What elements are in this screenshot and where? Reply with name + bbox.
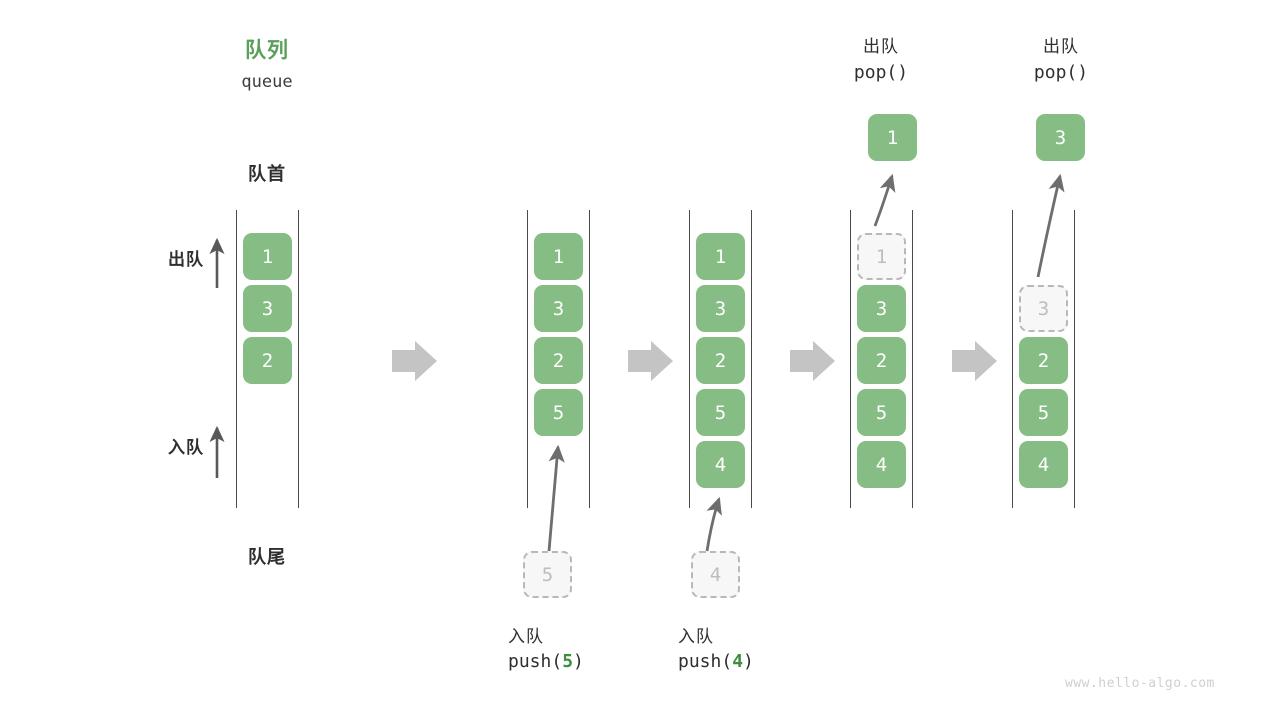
queue-cell: 3 xyxy=(696,285,745,332)
rail-right-col3 xyxy=(751,210,753,508)
caption-operation-code: push(5) xyxy=(508,651,584,672)
transition-arrow xyxy=(392,341,437,381)
caption-operation-cn: 入队 xyxy=(678,627,714,646)
queue-front-label: 队首 xyxy=(248,164,286,184)
queue-cell: 2 xyxy=(696,337,745,384)
caption-operation-cn: 入队 xyxy=(508,627,544,646)
caption-fn-name: push( xyxy=(678,651,733,672)
transition-arrow xyxy=(790,341,835,381)
push-motion-arrow xyxy=(547,444,565,552)
queue-cell: 3 xyxy=(534,285,583,332)
rail-left-col1 xyxy=(236,210,238,508)
caption-operation-code: pop() xyxy=(853,62,909,83)
queue-cell: 2 xyxy=(534,337,583,384)
pop-motion-arrow xyxy=(873,173,896,227)
caption-fn-close: ) xyxy=(573,651,584,672)
rail-right-col5 xyxy=(1074,210,1076,508)
queue-cell: 5 xyxy=(534,389,583,436)
incoming-value-box: 4 xyxy=(691,551,740,598)
column-caption-pop-3: 出队 pop() xyxy=(1001,32,1121,83)
caption-operation-code: push(4) xyxy=(678,651,754,672)
queue-cell: 4 xyxy=(857,441,906,488)
queue-cell: 2 xyxy=(857,337,906,384)
incoming-value-box: 5 xyxy=(523,551,572,598)
caption-fn-name: push( xyxy=(508,651,563,672)
rail-right-col1 xyxy=(298,210,300,508)
queue-cell-vacated: 3 xyxy=(1019,285,1068,332)
diagram-title-cn: 队列 xyxy=(245,39,289,62)
queue-cell-vacated: 1 xyxy=(857,233,906,280)
popped-value-box: 3 xyxy=(1036,114,1085,161)
queue-cell: 5 xyxy=(1019,389,1068,436)
queue-cell: 5 xyxy=(857,389,906,436)
rail-left-col4 xyxy=(850,210,852,508)
queue-rear-label: 队尾 xyxy=(248,547,286,567)
enqueue-direction-label: 入队 xyxy=(168,438,204,457)
queue-cell: 1 xyxy=(534,233,583,280)
transition-arrow xyxy=(952,341,997,381)
queue-cell: 3 xyxy=(857,285,906,332)
queue-cell: 4 xyxy=(696,441,745,488)
caption-operation-cn: 出队 xyxy=(863,37,899,56)
queue-cell: 2 xyxy=(243,337,292,384)
queue-cell: 3 xyxy=(243,285,292,332)
rail-right-col2 xyxy=(589,210,591,508)
column-caption-push-5: 入队 push(5) xyxy=(508,622,584,672)
rail-right-col4 xyxy=(912,210,914,508)
caption-fn-arg: 4 xyxy=(732,651,744,672)
column-caption-pop-1: 出队 pop() xyxy=(821,32,941,83)
queue-cell: 2 xyxy=(1019,337,1068,384)
queue-cell: 1 xyxy=(243,233,292,280)
caption-fn-close: ) xyxy=(743,651,754,672)
rail-left-col5 xyxy=(1012,210,1014,508)
caption-fn-arg: 5 xyxy=(562,651,574,672)
caption-operation-code: pop() xyxy=(1033,62,1089,83)
rail-left-col2 xyxy=(527,210,529,508)
dequeue-direction-label: 出队 xyxy=(168,250,204,269)
diagram-title-en: queue xyxy=(241,72,293,92)
popped-value-box: 1 xyxy=(868,114,917,161)
site-watermark: www.hello-algo.com xyxy=(1065,676,1215,691)
rail-left-col3 xyxy=(689,210,691,508)
queue-cell: 1 xyxy=(696,233,745,280)
transition-arrow xyxy=(628,341,673,381)
column-caption-push-4: 入队 push(4) xyxy=(678,622,754,672)
pop-motion-arrow xyxy=(1036,173,1065,278)
push-motion-arrow xyxy=(705,496,722,552)
queue-cell: 4 xyxy=(1019,441,1068,488)
caption-operation-cn: 出队 xyxy=(1043,37,1079,56)
queue-cell: 5 xyxy=(696,389,745,436)
